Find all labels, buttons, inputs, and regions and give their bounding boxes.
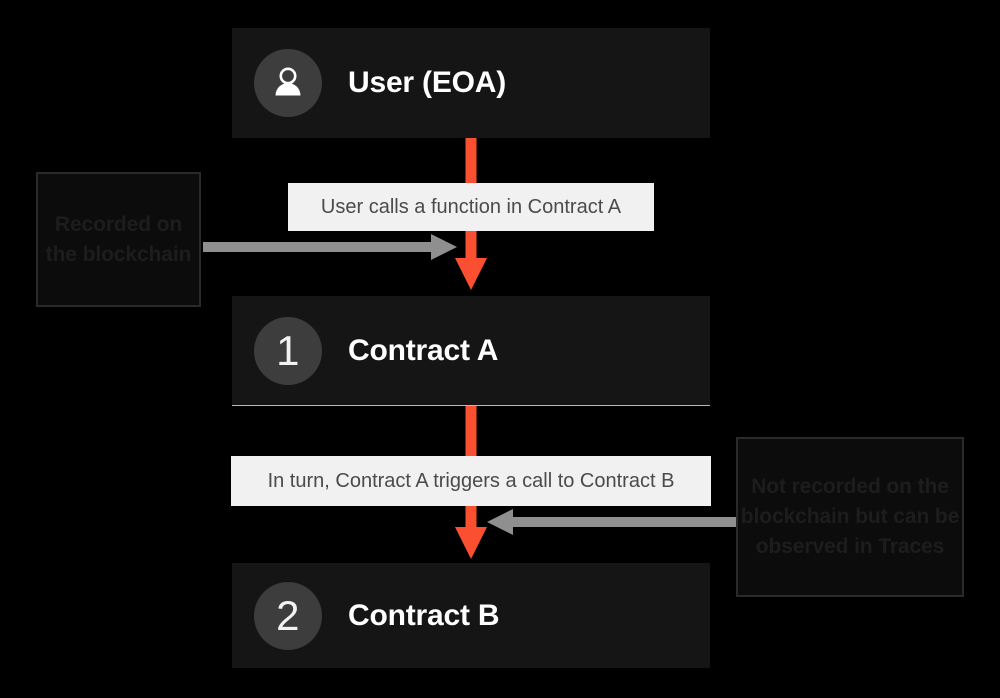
caption-text-2: In turn, Contract A triggers a call to C… [267,469,675,492]
gray-arrow-left-to-flow [203,234,457,260]
note-not-recorded-on-blockchain: Not recorded on the blockchain but can b… [736,437,964,597]
step-number-1: 1 [276,326,300,374]
user-icon [275,67,301,96]
caption-contract-a-triggers-call: In turn, Contract A triggers a call to C… [231,456,711,506]
step-badge-2: 2 [254,581,322,650]
step-number-2: 2 [276,591,300,639]
user-avatar-badge [254,49,322,117]
node-label-contract-b: Contract B [348,598,500,632]
node-label-user-eoa: User (EOA) [348,66,507,99]
node-contract-b[interactable]: 2 Contract B [232,563,710,668]
caption-user-calls-function: User calls a function in Contract A [288,183,654,231]
caption-text-1: User calls a function in Contract A [320,195,622,218]
note-right-text: Not recorded on the blockchain but can b… [740,475,960,558]
note-recorded-on-blockchain: Recorded on the blockchain [36,172,201,307]
node-user-eoa[interactable]: User (EOA) [232,28,710,138]
step-badge-1: 1 [254,316,322,385]
gray-arrow-right-to-flow [487,509,739,535]
note-left-text: Recorded on the blockchain [45,212,192,266]
node-label-contract-a: Contract A [348,333,499,367]
node-contract-a[interactable]: 1 Contract A [232,296,710,406]
